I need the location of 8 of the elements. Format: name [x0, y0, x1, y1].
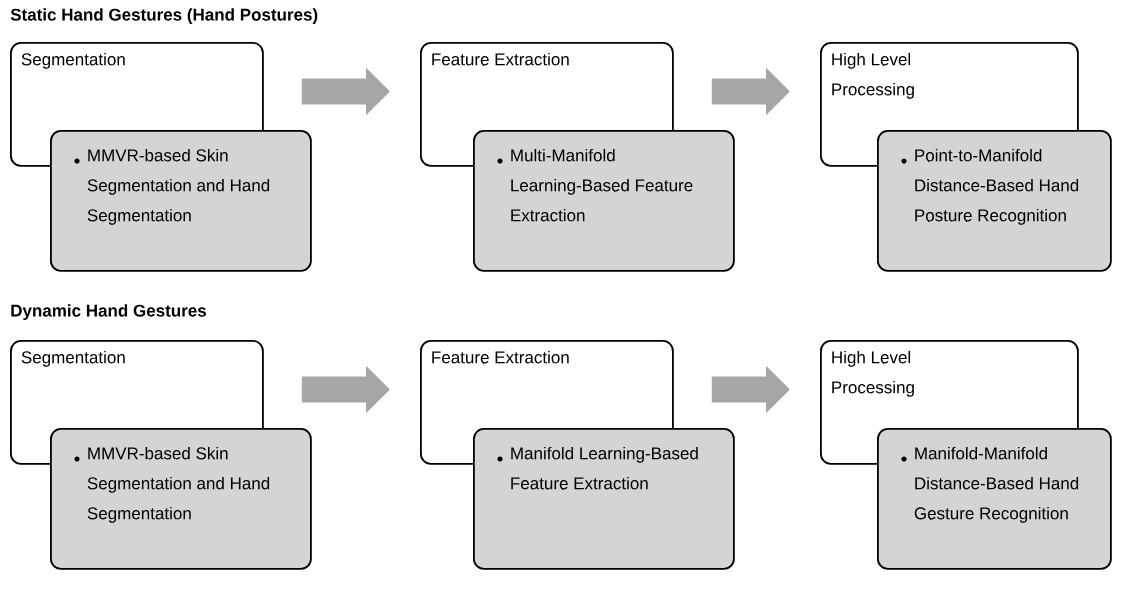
detail-box: MMVR-based Skin Segmentation and Hand Segmentation — [50, 130, 312, 272]
section-heading: Static Hand Gestures (Hand Postures) — [10, 8, 318, 25]
detail-box: Manifold Learning-Based Feature Extraction — [473, 428, 735, 570]
section-heading: Dynamic Hand Gestures — [11, 304, 206, 321]
detail-box: Manifold-Manifold Distance-Based Hand Gesture Recognition — [877, 428, 1112, 570]
detail-box: MMVR-based Skin Segmentation and Hand Segmentation — [50, 428, 312, 570]
detail-box: Point-to-Manifold Distance-Based Hand Posture Recognition — [877, 130, 1112, 272]
detail-box: Multi-Manifold Learning-Based Feature Extraction — [473, 130, 735, 272]
